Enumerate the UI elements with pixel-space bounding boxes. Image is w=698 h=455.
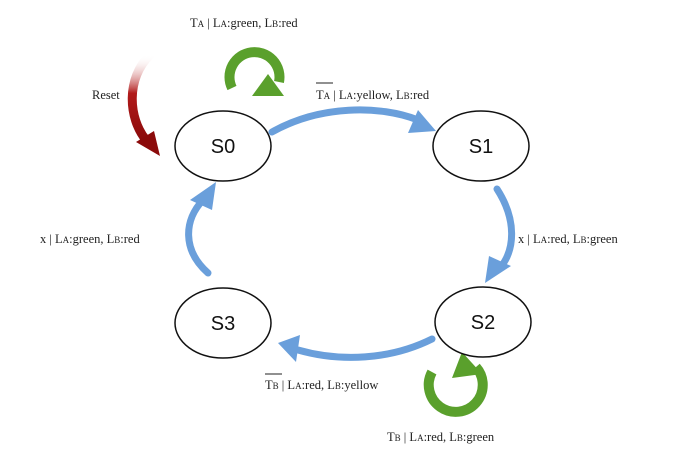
- s2-self-loop-label: TB | LA:red, LB:green: [387, 430, 495, 444]
- state-s2: S2: [434, 286, 532, 358]
- s2-to-s3-label: TB | LA:red, LB:yellow: [265, 378, 378, 392]
- s0-to-s1-arrow: [268, 106, 436, 136]
- s2-to-s3-arrow: [278, 335, 436, 362]
- s2-self-loop-arrow: [423, 352, 488, 417]
- state-s2-label: S2: [471, 312, 495, 334]
- s1-to-s2-label: x | LA:red, LB:green: [518, 232, 618, 246]
- state-s1-label: S1: [469, 136, 493, 158]
- state-s0-label: S0: [211, 136, 235, 158]
- s1-to-s2-arrow: [485, 185, 516, 283]
- s3-to-s0-arrow: [185, 182, 216, 277]
- s0-self-loop-label: TA | LA:green, LB:red: [190, 16, 298, 30]
- state-s3: S3: [174, 287, 272, 359]
- s3-to-s0-label: x | LA:green, LB:red: [40, 232, 140, 246]
- state-s3-label: S3: [211, 313, 235, 335]
- reset-arrow: [127, 50, 160, 156]
- state-s0: S0: [174, 110, 272, 182]
- reset-label: Reset: [92, 88, 120, 102]
- s0-self-loop-arrow: [224, 47, 285, 96]
- state-s1: S1: [432, 110, 530, 182]
- s0-to-s1-label: TA | LA:yellow, LB:red: [316, 88, 430, 102]
